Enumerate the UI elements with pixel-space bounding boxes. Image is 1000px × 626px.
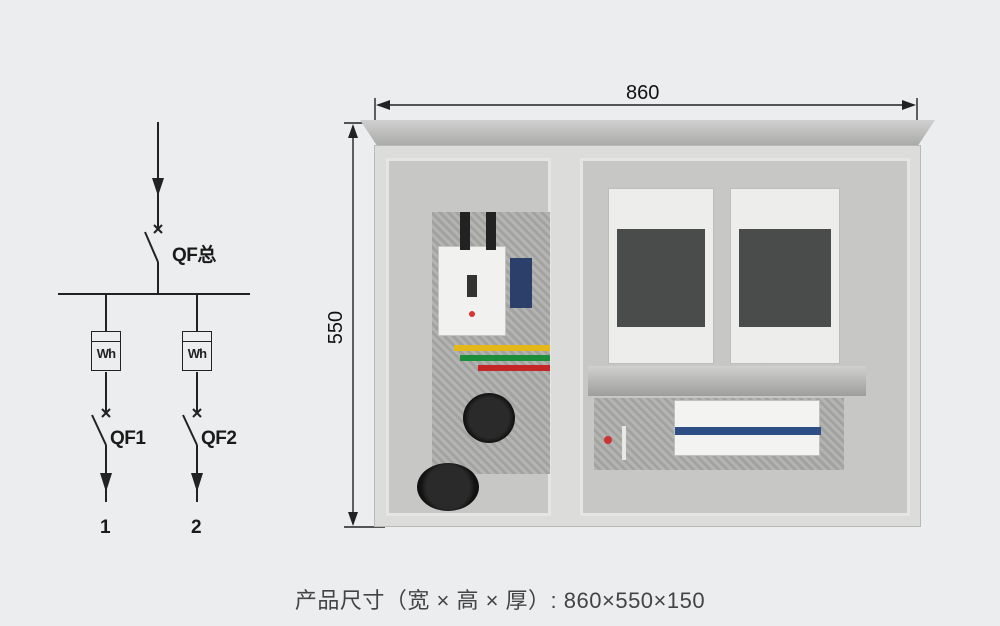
- red-wire: [478, 365, 550, 371]
- energy-meter-2: Wh: [182, 331, 212, 371]
- output-1-label: 1: [100, 517, 111, 538]
- green-wire: [460, 355, 550, 361]
- cable-grommet-1: [463, 393, 515, 443]
- earth-terminal-bar: [622, 426, 626, 460]
- terminal-cover-2: [486, 212, 496, 250]
- height-dimension-label: 550: [325, 310, 348, 345]
- earth-symbol: [604, 436, 612, 444]
- output-arrow-1-icon: [100, 473, 112, 492]
- terminal-cover-1: [460, 212, 470, 250]
- main-breaker-label: QF总: [172, 245, 216, 266]
- cabinet-photo: [360, 120, 935, 530]
- schematic-lines: [58, 122, 250, 502]
- height-arrow-bottom-icon: [348, 512, 358, 526]
- single-line-schematic: QF总 Wh Wh QF1 QF2 1 2: [0, 0, 320, 560]
- main-circuit-breaker: [438, 246, 506, 336]
- incoming-arrow-icon: [152, 178, 164, 196]
- blue-terminal-block: [510, 258, 532, 308]
- output-2-label: 2: [191, 517, 202, 538]
- breaker-handle: [467, 275, 477, 297]
- cable-grommet-2: [417, 463, 479, 511]
- meter-1-label: Wh: [96, 346, 116, 361]
- breaker-indicator: [469, 311, 475, 317]
- height-arrow-top-icon: [348, 124, 358, 138]
- product-dimensions-caption: 产品尺寸（宽 × 高 × 厚）: 860×550×150: [294, 588, 706, 613]
- meter-2-label: Wh: [187, 346, 207, 361]
- branch-breakers: [674, 400, 821, 456]
- output-arrow-2-icon: [191, 473, 203, 492]
- branch-breaker-1-label: QF1: [110, 428, 146, 449]
- breaker-bar: [675, 427, 821, 435]
- yellow-wire: [454, 345, 550, 351]
- width-dimension-label: 860: [626, 82, 660, 104]
- energy-meter-1: Wh: [91, 331, 121, 371]
- meter-bracket-1: [608, 188, 714, 364]
- width-arrow-right-icon: [902, 100, 916, 110]
- meter-window-1: [617, 229, 705, 327]
- cable-trunking: [588, 366, 866, 396]
- cabinet-roof: [360, 120, 935, 146]
- branch-breaker-2-label: QF2: [201, 428, 237, 449]
- meter-bracket-2: [730, 188, 840, 364]
- meter-window-2: [739, 229, 831, 327]
- width-arrow-left-icon: [376, 100, 390, 110]
